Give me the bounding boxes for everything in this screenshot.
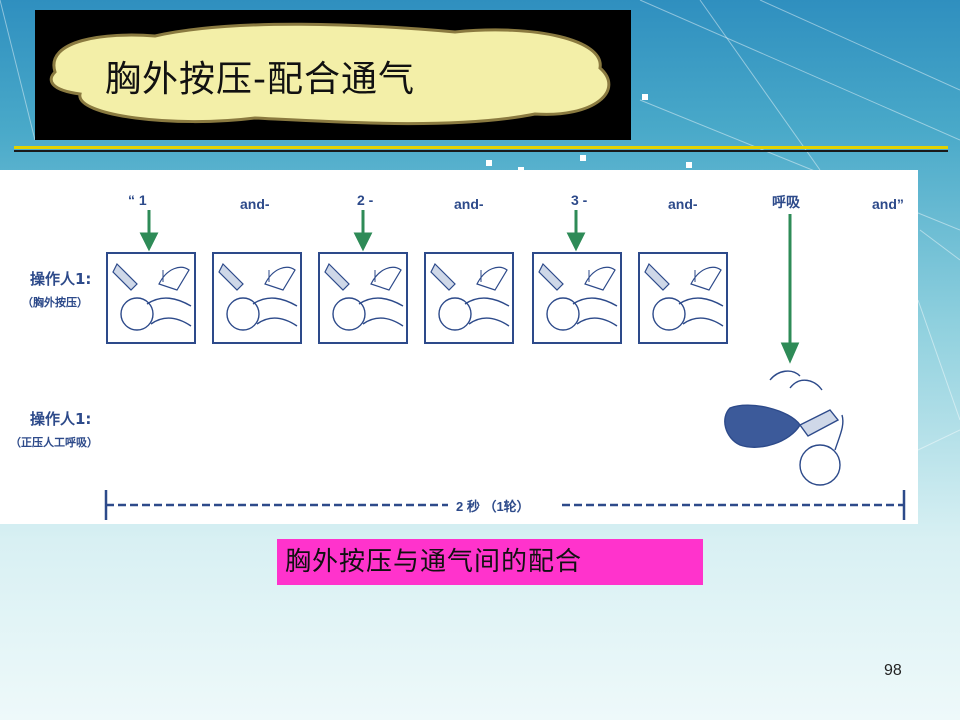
title-underline [14, 150, 948, 152]
title-cloud-shape [49, 22, 611, 126]
bag-mask-ventilation-illustration [724, 370, 844, 486]
timeline-bar [104, 490, 906, 520]
chest-compression-illustration [112, 263, 724, 331]
cpr-diagram-panel: “ 1 and- 2 - and- 3 - and- 呼吸 and” 操作人1:… [0, 170, 918, 524]
count-label-breath: 呼吸 [772, 194, 800, 210]
diagram-drawing [104, 210, 906, 520]
count-label-and: and- [240, 196, 270, 212]
page-number: 98 [884, 662, 902, 679]
count-label-1: “ 1 [128, 192, 147, 208]
operator1-role: （胸外按压） [22, 296, 88, 309]
count-label-3: 3 - [571, 192, 588, 208]
title-underline-accent [14, 146, 948, 149]
operator1-label: 操作人1: [30, 270, 92, 288]
count-label-2: 2 - [357, 192, 374, 208]
count-label-and-end: and” [872, 196, 904, 212]
count-label-and: and- [454, 196, 484, 212]
down-arrow-icon [139, 210, 800, 364]
timeline-label: 2 秒 （1轮） [456, 499, 530, 514]
slide-title: 胸外按压-配合通气 [105, 59, 415, 100]
operator2-role: （正压人工呼吸） [10, 436, 98, 449]
caption-box: 胸外按压与通气间的配合 [277, 539, 703, 585]
operator2-label: 操作人1: [30, 410, 92, 428]
title-box [35, 10, 631, 140]
count-label-and: and- [668, 196, 698, 212]
